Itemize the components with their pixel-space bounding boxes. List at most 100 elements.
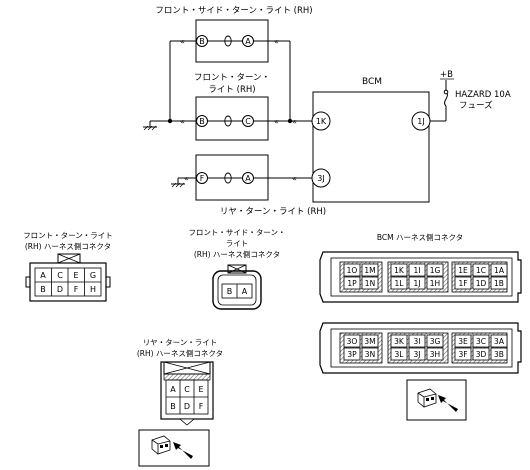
front-light-pin-b: B [199, 117, 205, 126]
bcm-pin-cell [361, 276, 379, 290]
svg-text:«: « [274, 37, 279, 46]
bcm-pin-cell [426, 347, 444, 361]
side-light-pin-b: B [199, 37, 205, 46]
front-side-connector-title-1: フロント・サイド・ターン・ [188, 228, 285, 237]
side-light-pin-a: A [245, 37, 251, 46]
bcm-pin-label: 1E [458, 266, 468, 275]
bcm-pin-label: 3I [414, 337, 421, 346]
bcm-pin-cell [426, 276, 444, 290]
connector-pin: G [90, 271, 96, 280]
rear-connector-title-1: リヤ・ターン・ライト [143, 338, 218, 347]
bcm-pin-label: 1L [395, 279, 405, 288]
bulb-icon [224, 35, 232, 47]
bcm-box [312, 91, 430, 203]
bulb-icon [224, 115, 232, 127]
front-side-connector-title-2: ライト [226, 239, 249, 248]
connector-view-icon [406, 379, 467, 421]
bcm-pin-cell [426, 263, 444, 277]
front-side-turn-connector [212, 264, 262, 310]
rear-light-pin-f: F [200, 174, 205, 183]
bcm-pin-label: 1C [476, 266, 486, 275]
connector-view-icon [138, 429, 210, 467]
rear-turn-connector [160, 361, 214, 426]
bcm-pin-cell [454, 334, 472, 348]
bcm-pin-label: 3B [494, 350, 504, 359]
connector-pin: F [199, 402, 204, 411]
fuse-power-label: +B [440, 70, 453, 80]
bcm-pin-cell [490, 334, 508, 348]
connector-pin: A [40, 271, 46, 280]
front-turn-light-label-2: ライト (RH) [208, 85, 255, 95]
rear-light-pin-a: A [245, 174, 251, 183]
bcm-pin-cell [343, 263, 361, 277]
svg-text:«: « [180, 37, 185, 46]
bulb-icon [224, 172, 232, 184]
bcm-pin-label: 1M [364, 266, 375, 275]
bcm-pin-label: 1N [365, 279, 375, 288]
bcm-pin-cell [454, 347, 472, 361]
bcm-pin-cell [343, 276, 361, 290]
connector-pin: B [170, 402, 176, 411]
bcm-pin-cell [361, 347, 379, 361]
bcm-pin-cell [454, 263, 472, 277]
bcm-pin-cell [426, 334, 444, 348]
connector-pin: B [227, 287, 233, 296]
bcm-pin-cell [408, 347, 426, 361]
svg-text:«: « [184, 174, 189, 183]
fuse-name-label: HAZARD 10A [455, 90, 511, 100]
bcm-pin-1k: 1K [316, 117, 327, 126]
bcm-pin-cell [454, 276, 472, 290]
bcm-pin-3j: 3J [317, 174, 324, 183]
bcm-pin-label: 1A [494, 266, 505, 275]
connector-pin: F [74, 285, 79, 294]
connector-pin: A [242, 287, 248, 296]
bcm-pin-label: 3H [430, 350, 440, 359]
bcm-pin-label: 1J [414, 279, 421, 288]
svg-text:«: « [292, 117, 297, 126]
front-turn-light-box [195, 96, 269, 141]
connector-pin: E [198, 385, 203, 394]
bcm-pin-1j: 1J [417, 117, 424, 126]
bcm-pin-label: 3N [365, 350, 375, 359]
front-side-turn-light-label: フロント・サイド・ターン・ライト (RH) [155, 6, 312, 16]
bcm-pin-cell [390, 276, 408, 290]
bcm-pin-label: 1K [394, 266, 405, 275]
bcm-pin-label: 3L [395, 350, 405, 359]
bcm-pin-cell [490, 347, 508, 361]
connector-pin: E [73, 271, 78, 280]
bcm-pin-label: 1D [476, 279, 487, 288]
svg-text:«: « [292, 174, 297, 183]
bcm-pin-cell [343, 347, 361, 361]
bcm-pin-label: 3P [347, 350, 357, 359]
bcm-pin-cell [408, 276, 426, 290]
bcm-pin-label: 3K [394, 337, 405, 346]
bcm-pin-label: 3D [476, 350, 487, 359]
front-turn-connector-title-2: (RH) ハーネス側コネクタ [25, 241, 111, 251]
bcm-pin-cell [408, 334, 426, 348]
bcm-pin-label: 3A [494, 337, 505, 346]
bcm-pin-label: 1H [430, 279, 440, 288]
bcm-pin-cell [343, 334, 361, 348]
bcm-pin-label: 1G [430, 266, 441, 275]
connector-pin: C [57, 271, 63, 280]
connector-pin: H [90, 285, 96, 294]
front-turn-light-label-1: フロント・ターン・ [194, 73, 270, 83]
bcm-pin-cell [472, 276, 490, 290]
front-turn-connector-title-1: フロント・ターン・ライト [23, 231, 113, 240]
bcm-pin-cell [490, 276, 508, 290]
bcm-title: BCM [362, 77, 382, 87]
bcm-pin-label: 1O [347, 266, 358, 275]
svg-text:«: « [274, 117, 279, 126]
bcm-pin-cell [390, 347, 408, 361]
bcm-connector-title: BCM ハーネス側コネクタ [377, 232, 463, 242]
bcm-pin-label: 1B [494, 279, 504, 288]
bcm-pin-cell [361, 334, 379, 348]
rear-connector-title-2: (RH) ハーネス側コネクタ [137, 348, 223, 358]
bcm-pin-label: 3G [430, 337, 441, 346]
connector-pin: B [40, 285, 46, 294]
front-light-pin-c: C [245, 117, 251, 126]
svg-text:«: « [180, 117, 185, 126]
bcm-pin-cell [490, 263, 508, 277]
